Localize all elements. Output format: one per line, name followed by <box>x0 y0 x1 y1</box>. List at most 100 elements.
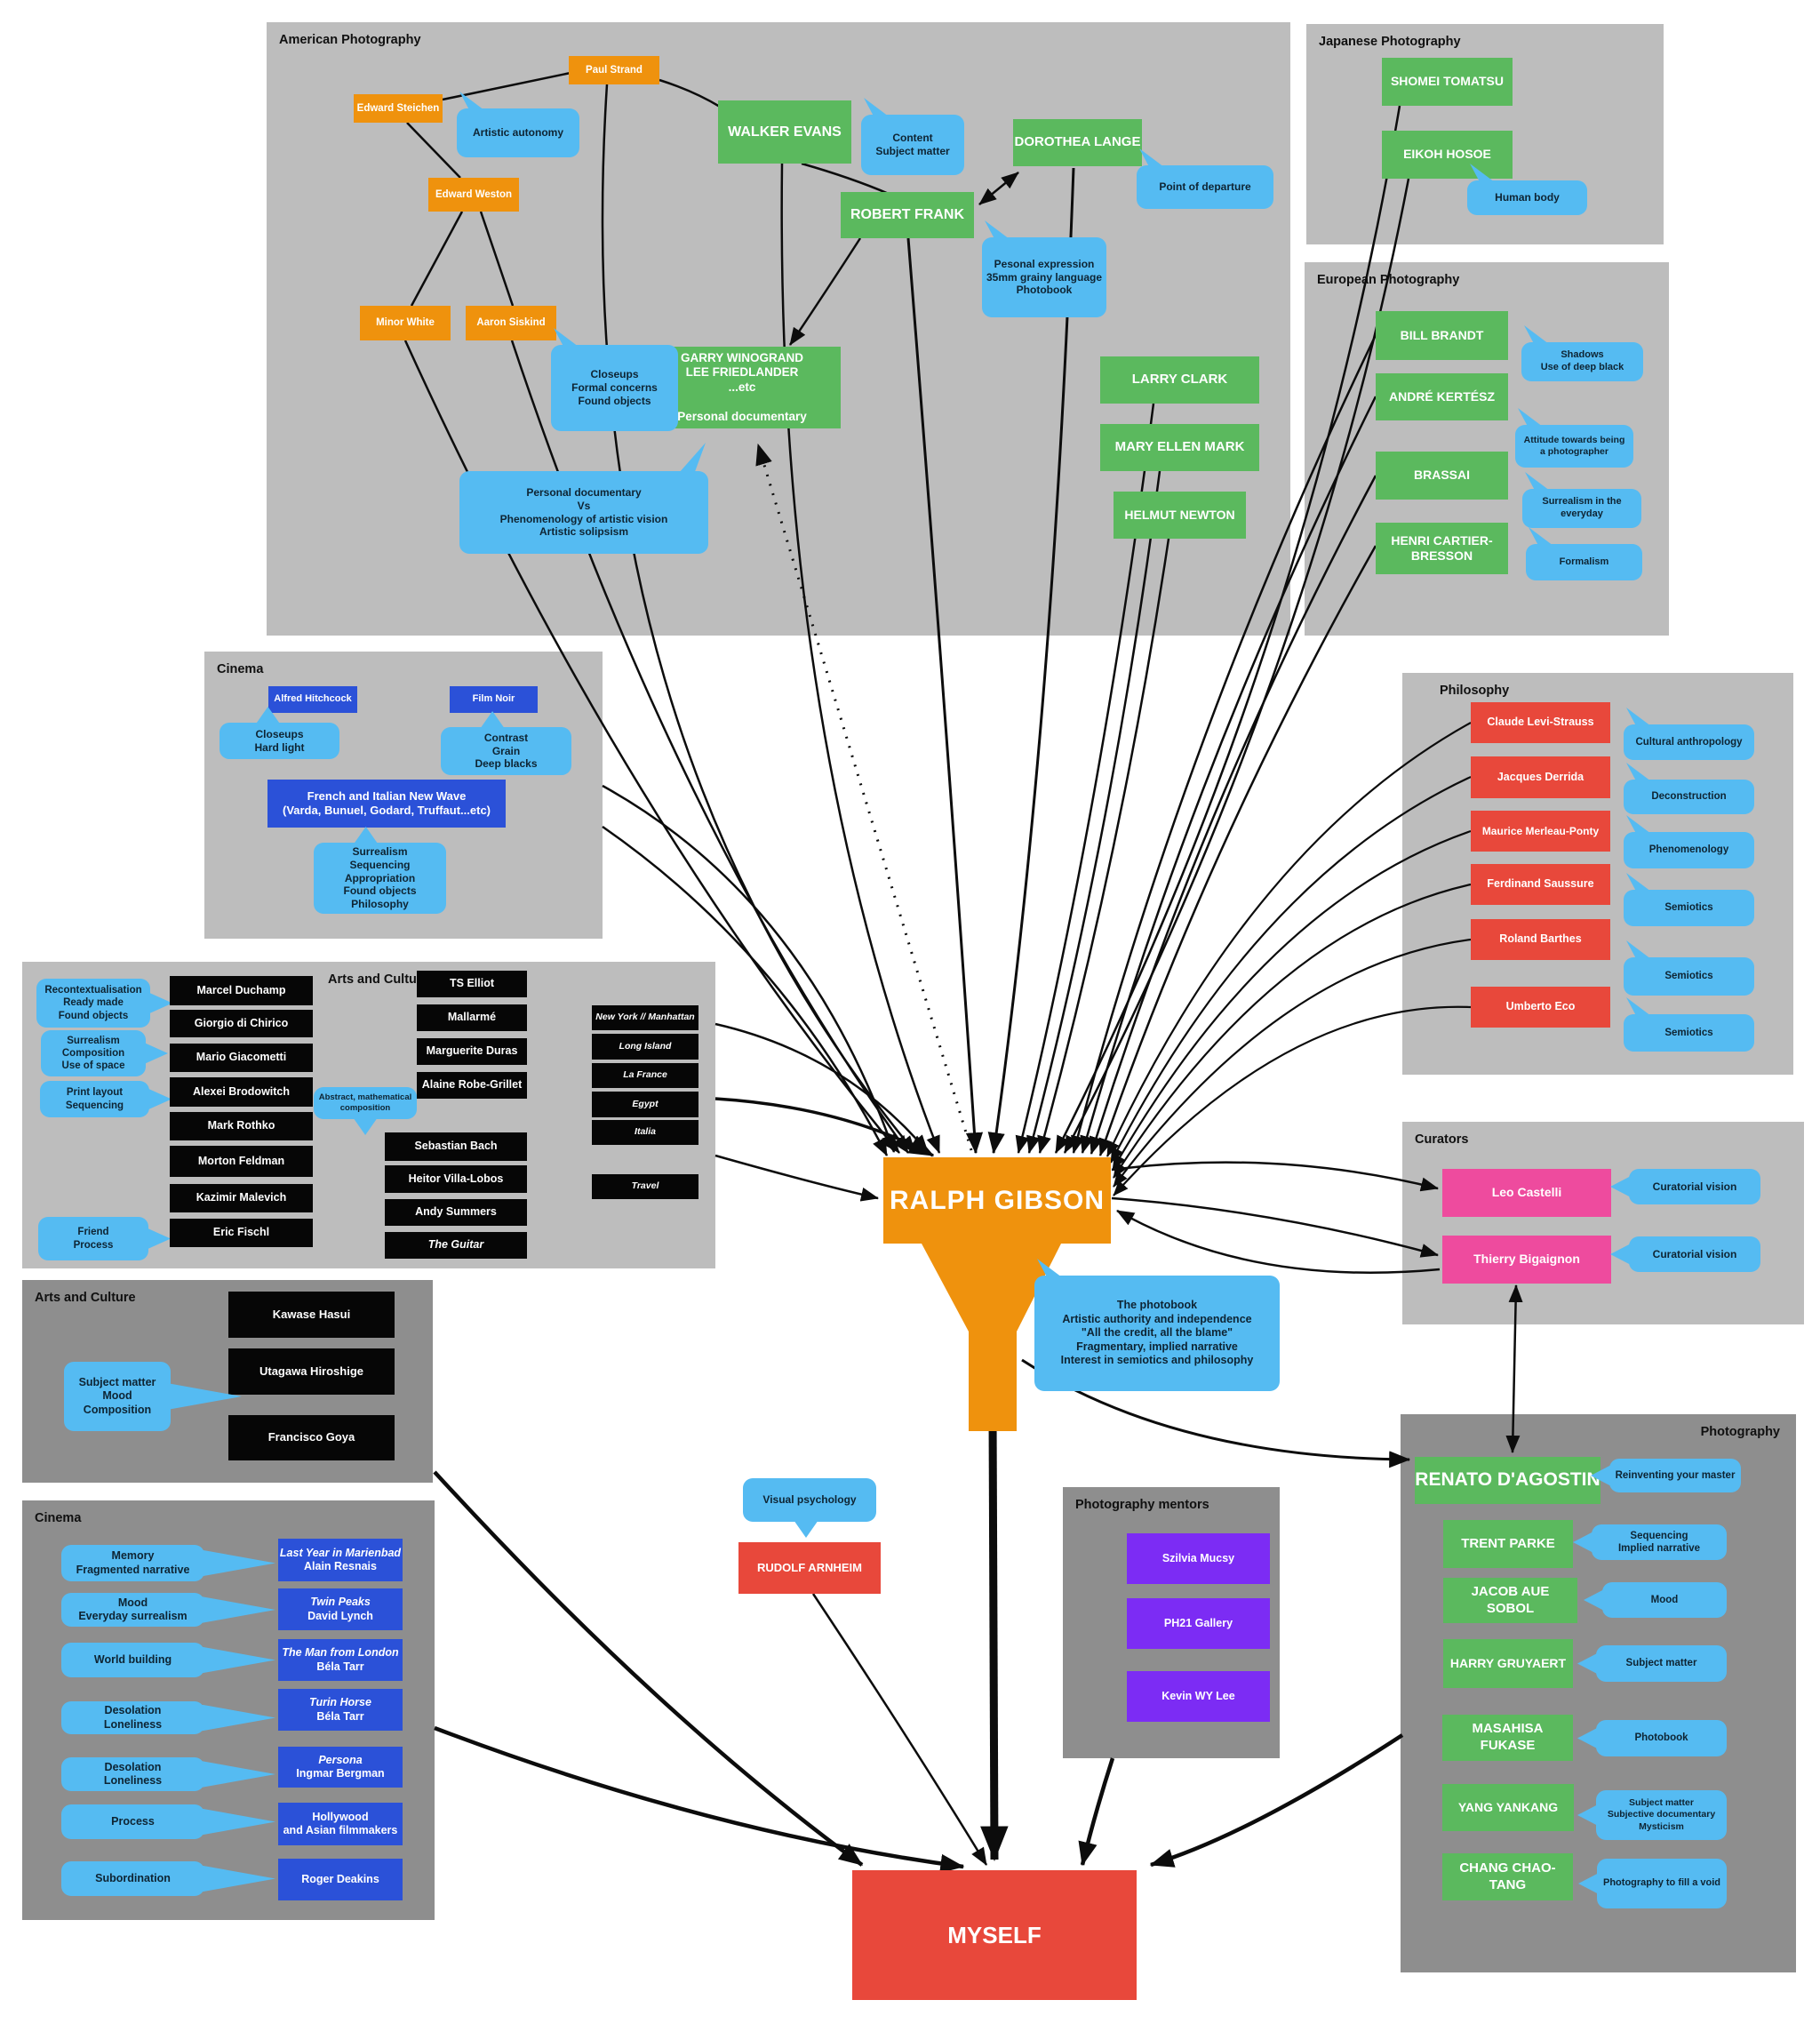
henri-cartier-bresson[interactable]: HENRI CARTIER-BRESSON <box>1376 523 1508 574</box>
curatorial-vision-callout-2[interactable]: Curatorial vision <box>1610 1236 1760 1272</box>
artistic-autonomy-callout[interactable]: Artistic autonomy <box>457 92 579 157</box>
eric-fischl[interactable]: Eric Fischl <box>170 1219 313 1247</box>
alaine-robe-grillet[interactable]: Alaine Robe-Grillet <box>417 1072 527 1099</box>
visual-psychology-callout[interactable]: Visual psychology <box>743 1478 876 1538</box>
thierry-bigaignon[interactable]: Thierry Bigaignon <box>1442 1236 1611 1284</box>
renato-dagostin[interactable]: RENATO D'AGOSTIN <box>1415 1457 1600 1504</box>
photography-void-callout[interactable]: Photography to fill a void <box>1578 1859 1727 1908</box>
yang-yankang[interactable]: YANG YANKANG <box>1442 1784 1574 1831</box>
alexei-brodowitch[interactable]: Alexei Brodowitch <box>170 1077 313 1107</box>
ralph-gibson-node[interactable]: RALPH GIBSON <box>883 1157 1111 1244</box>
deconstruction-callout[interactable]: Deconstruction <box>1624 763 1754 814</box>
chang-chao-tang[interactable]: CHANG CHAO-TANG <box>1442 1853 1573 1900</box>
formalism-callout[interactable]: Formalism <box>1526 527 1642 580</box>
world-building-callout[interactable]: World building <box>61 1643 275 1677</box>
morton-feldman[interactable]: Morton Feldman <box>170 1146 313 1177</box>
kevin-wy-lee[interactable]: Kevin WY Lee <box>1127 1671 1270 1722</box>
heitor-villa-lobos[interactable]: Heitor Villa-Lobos <box>385 1165 527 1193</box>
phenomenology-callout[interactable]: Phenomenology <box>1624 815 1754 868</box>
walker-evans[interactable]: WALKER EVANS <box>718 100 851 164</box>
cultural-anthropology-callout[interactable]: Cultural anthropology <box>1624 708 1754 760</box>
long-island[interactable]: Long Island <box>592 1034 698 1060</box>
dorothea-lange[interactable]: DOROTHEA LANGE <box>1013 119 1142 166</box>
andre-kertesz[interactable]: ANDRÉ KERTÉSZ <box>1376 373 1508 420</box>
human-body-callout[interactable]: Human body <box>1467 164 1587 215</box>
new-york-manhattan[interactable]: New York // Manhattan <box>592 1005 698 1030</box>
italia[interactable]: Italia <box>592 1120 698 1145</box>
trent-parke[interactable]: TRENT PARKE <box>1443 1520 1573 1568</box>
marguerite-duras[interactable]: Marguerite Duras <box>417 1038 527 1065</box>
edward-steichen[interactable]: Edward Steichen <box>354 94 443 123</box>
photobook-callout[interactable]: Photobook <box>1577 1720 1727 1756</box>
curatorial-vision-callout-1[interactable]: Curatorial vision <box>1610 1169 1760 1204</box>
brassai[interactable]: BRASSAI <box>1376 452 1508 500</box>
la-france[interactable]: La France <box>592 1063 698 1088</box>
egypt[interactable]: Egypt <box>592 1092 698 1117</box>
film-noir[interactable]: Film Noir <box>450 686 538 713</box>
mary-ellen-mark[interactable]: MARY ELLEN MARK <box>1100 424 1259 471</box>
myself[interactable]: MYSELF <box>852 1870 1137 2000</box>
process-callout[interactable]: Process <box>61 1804 275 1839</box>
travel[interactable]: Travel <box>592 1174 698 1199</box>
alfred-hitchcock[interactable]: Alfred Hitchcock <box>268 686 357 713</box>
sebastian-bach[interactable]: Sebastian Bach <box>385 1132 527 1161</box>
robert-frank[interactable]: ROBERT FRANK <box>841 192 974 238</box>
mallarme[interactable]: Mallarmé <box>417 1004 527 1031</box>
point-of-departure-callout[interactable]: Point of departure <box>1137 148 1273 209</box>
harry-gruyaert[interactable]: HARRY GRUYAERT <box>1443 1639 1573 1688</box>
ts-elliot[interactable]: TS Elliot <box>417 971 527 997</box>
shomei-tomatsu[interactable]: SHOMEI TOMATSU <box>1382 58 1513 106</box>
andy-summers[interactable]: Andy Summers <box>385 1199 527 1226</box>
leo-castelli[interactable]: Leo Castelli <box>1442 1169 1611 1217</box>
larry-clark[interactable]: LARRY CLARK <box>1100 356 1259 404</box>
paul-strand[interactable]: Paul Strand <box>569 56 659 84</box>
ferdinand-saussure[interactable]: Ferdinand Saussure <box>1471 864 1610 905</box>
claude-levi-strauss[interactable]: Claude Levi-Strauss <box>1471 702 1610 743</box>
marcel-duchamp[interactable]: Marcel Duchamp <box>170 976 313 1005</box>
helmut-newton[interactable]: HELMUT NEWTON <box>1114 492 1246 539</box>
subordination-callout[interactable]: Subordination <box>61 1861 275 1896</box>
roger-deakins[interactable]: Roger Deakins <box>278 1859 403 1900</box>
eikoh-hosoe[interactable]: EIKOH HOSOE <box>1382 131 1513 179</box>
giorgio-di-chirico[interactable]: Giorgio di Chirico <box>170 1010 313 1037</box>
edward-weston[interactable]: Edward Weston <box>428 178 519 212</box>
ph21-gallery[interactable]: PH21 Gallery <box>1127 1598 1270 1649</box>
semiotics-callout-1[interactable]: Semiotics <box>1624 873 1754 926</box>
mario-giacometti[interactable]: Mario Giacometti <box>170 1044 313 1072</box>
the-guitar[interactable]: The Guitar <box>385 1232 527 1259</box>
utagawa-hiroshige[interactable]: Utagawa Hiroshige <box>228 1348 395 1395</box>
mood-callout[interactable]: Mood <box>1584 1582 1727 1618</box>
bill-brandt[interactable]: BILL BRANDT <box>1376 311 1508 360</box>
kazimir-malevich[interactable]: Kazimir Malevich <box>170 1184 313 1212</box>
szilvia-mucsy[interactable]: Szilvia Mucsy <box>1127 1533 1270 1584</box>
umberto-eco[interactable]: Umberto Eco <box>1471 987 1610 1028</box>
kawase-hasui[interactable]: Kawase Hasui <box>228 1292 395 1338</box>
aaron-siskind[interactable]: Aaron Siskind <box>466 306 556 340</box>
semiotics-callout-3[interactable]: Semiotics <box>1624 997 1754 1052</box>
